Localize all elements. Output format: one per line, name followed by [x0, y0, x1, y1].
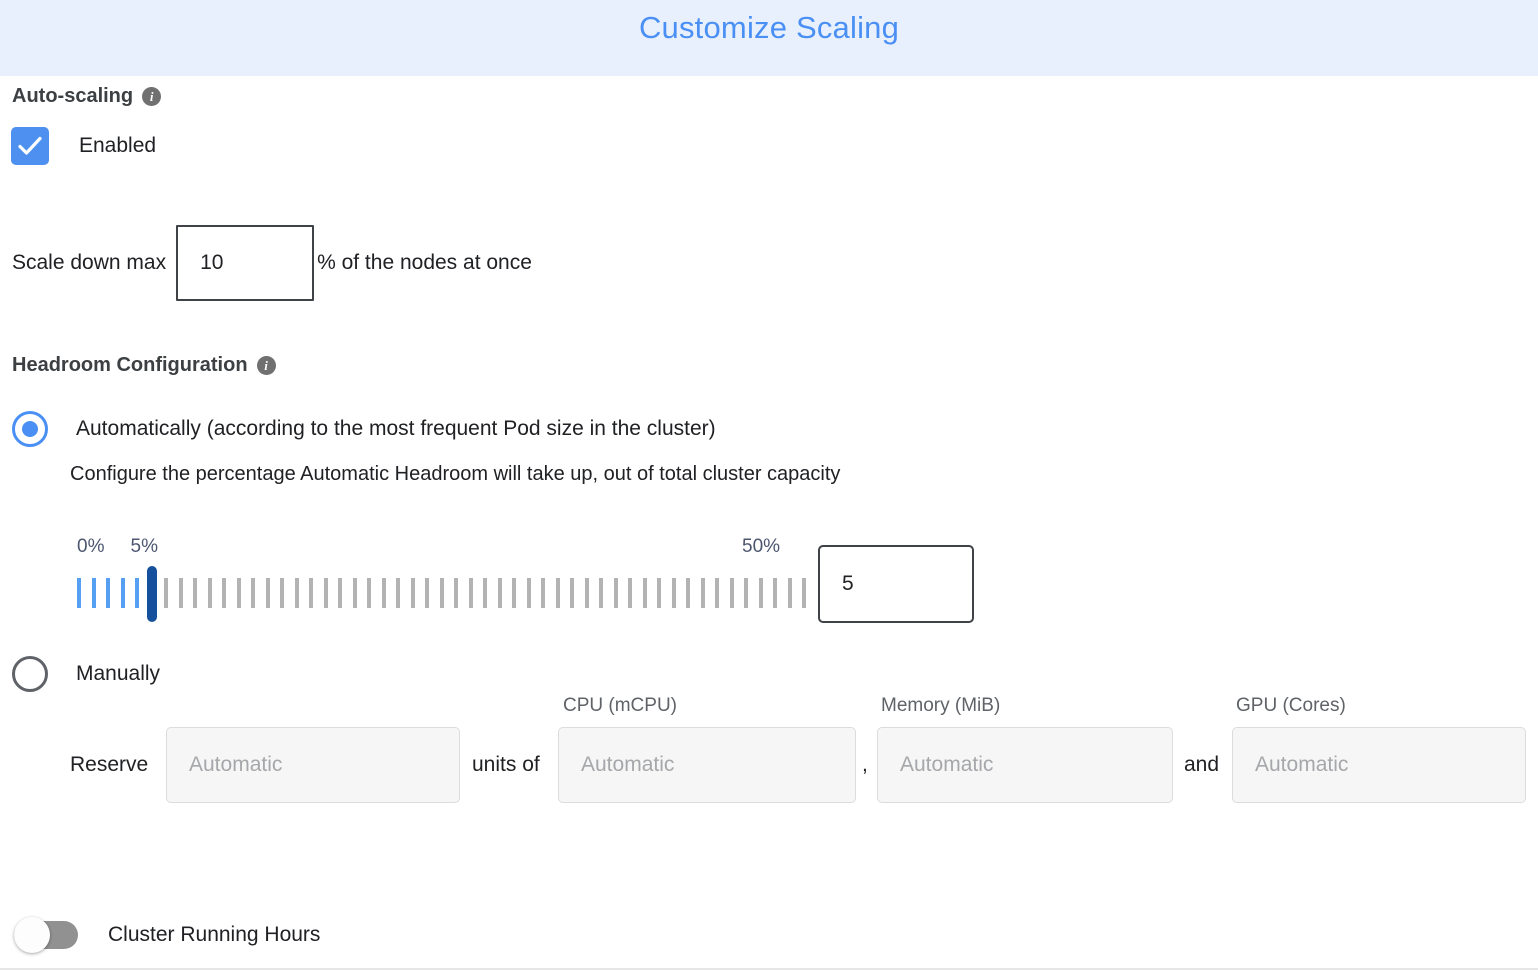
- scale-down-max-suffix: % of the nodes at once: [317, 251, 532, 274]
- slider-tick[interactable]: [729, 578, 734, 608]
- slider-tick[interactable]: [381, 578, 386, 608]
- slider-tick[interactable]: [700, 578, 705, 608]
- slider-tick[interactable]: [802, 578, 806, 608]
- headroom-configuration-heading-label: Headroom Configuration: [12, 354, 248, 376]
- slider-tick[interactable]: [425, 578, 429, 608]
- slider-tick[interactable]: [497, 578, 502, 608]
- slider-tick[interactable]: [671, 578, 676, 608]
- scale-down-max-label: Scale down max: [12, 251, 167, 274]
- reserve-row: Reserve CPU (mCPU) Memory (MiB) GPU (Cor…: [0, 695, 1538, 835]
- slider-tick[interactable]: [236, 578, 241, 608]
- slider-tick[interactable]: [555, 578, 560, 608]
- slider-tick[interactable]: [294, 578, 299, 608]
- reserve-gpu-input[interactable]: [1232, 727, 1526, 803]
- slider-tick[interactable]: [323, 578, 328, 608]
- auto-scaling-enabled-label: Enabled: [79, 134, 157, 157]
- cluster-running-hours-row[interactable]: Cluster Running Hours: [14, 917, 321, 953]
- info-icon[interactable]: i: [142, 87, 162, 106]
- slider-tick[interactable]: [468, 578, 473, 608]
- field-label-cpu: CPU (mCPU): [563, 695, 677, 716]
- slider-tick[interactable]: [207, 578, 212, 608]
- slider-tick[interactable]: [77, 578, 81, 608]
- slider-tick[interactable]: [686, 578, 690, 608]
- reserve-comma: ,: [862, 753, 868, 776]
- headroom-configuration-heading: Headroom Configuration i: [12, 354, 276, 377]
- headroom-option-manual-row[interactable]: Manually: [12, 656, 160, 692]
- slider-tick[interactable]: [338, 578, 342, 608]
- slider-tick[interactable]: [570, 578, 574, 608]
- headroom-option-automatic-row[interactable]: Automatically (according to the most fre…: [12, 411, 716, 447]
- slider-tick[interactable]: [512, 578, 516, 608]
- slider-tick[interactable]: [280, 578, 284, 608]
- reserve-cpu-input[interactable]: [558, 727, 856, 803]
- slider-tick[interactable]: [454, 578, 458, 608]
- auto-scaling-enabled-checkbox[interactable]: [11, 127, 49, 165]
- slider-tick[interactable]: [410, 578, 415, 608]
- slider-tick[interactable]: [106, 578, 110, 608]
- field-label-memory: Memory (MiB): [881, 695, 1001, 716]
- slider-tick[interactable]: [744, 578, 748, 608]
- slider-tick[interactable]: [396, 578, 400, 608]
- slider-tick[interactable]: [367, 578, 371, 608]
- radio-automatic[interactable]: [12, 411, 48, 447]
- page-title: Customize Scaling: [638, 10, 900, 45]
- slider-tick[interactable]: [178, 578, 183, 608]
- scale-down-max-input[interactable]: [176, 225, 315, 301]
- slider-max-label: 50%: [742, 536, 781, 557]
- reserve-units-input[interactable]: [166, 727, 460, 803]
- slider-tick[interactable]: [251, 578, 255, 608]
- radio-manually[interactable]: [12, 656, 48, 692]
- slider-tick[interactable]: [135, 578, 139, 608]
- slider-tick[interactable]: [526, 578, 531, 608]
- slider-tick[interactable]: [120, 578, 125, 608]
- slider-tick[interactable]: [439, 578, 444, 608]
- slider-tick[interactable]: [222, 578, 226, 608]
- field-label-gpu: GPU (Cores): [1236, 695, 1346, 716]
- slider-tick[interactable]: [541, 578, 545, 608]
- slider-tick[interactable]: [657, 578, 661, 608]
- slider-current-label: 5%: [130, 536, 158, 557]
- slider-tick[interactable]: [309, 578, 313, 608]
- slider-tick[interactable]: [483, 578, 487, 608]
- reserve-label: Reserve: [70, 753, 149, 776]
- and-label: and: [1184, 753, 1220, 776]
- cluster-running-hours-toggle[interactable]: [14, 917, 78, 953]
- slider-tick[interactable]: [613, 578, 618, 608]
- cluster-running-hours-label: Cluster Running Hours: [108, 923, 321, 946]
- reserve-memory-input[interactable]: [877, 727, 1173, 803]
- slider-tick[interactable]: [91, 578, 96, 608]
- headroom-percentage-input[interactable]: [818, 545, 974, 623]
- dialog-header: Customize Scaling: [0, 0, 1538, 76]
- slider-tick[interactable]: [642, 578, 647, 608]
- slider-track[interactable]: [77, 566, 807, 622]
- slider-thumb[interactable]: [146, 566, 157, 622]
- radio-manually-label: Manually: [76, 662, 161, 685]
- bottom-divider: [0, 968, 1538, 970]
- auto-scaling-enabled-row[interactable]: Enabled: [11, 127, 156, 165]
- slider-tick[interactable]: [628, 578, 632, 608]
- scale-down-max-row: Scale down max % of the nodes at once: [12, 225, 532, 301]
- auto-scaling-heading: Auto-scaling i: [12, 85, 162, 108]
- auto-scaling-heading-label: Auto-scaling: [12, 85, 134, 107]
- headroom-description: Configure the percentage Automatic Headr…: [70, 463, 841, 485]
- check-icon: [18, 136, 42, 155]
- toggle-knob: [14, 917, 50, 953]
- headroom-percentage-slider[interactable]: 0% 5% 50%: [77, 536, 977, 626]
- slider-tick[interactable]: [758, 578, 763, 608]
- slider-tick[interactable]: [584, 578, 589, 608]
- units-of-label: units of: [472, 753, 540, 776]
- slider-tick[interactable]: [599, 578, 603, 608]
- slider-tick[interactable]: [787, 578, 792, 608]
- slider-tick[interactable]: [164, 578, 168, 608]
- slider-tick[interactable]: [773, 578, 777, 608]
- slider-tick[interactable]: [265, 578, 270, 608]
- slider-min-label: 0%: [77, 536, 105, 557]
- radio-automatic-label: Automatically (according to the most fre…: [76, 417, 716, 440]
- info-icon[interactable]: i: [256, 356, 276, 375]
- slider-tick[interactable]: [352, 578, 357, 608]
- slider-tick[interactable]: [193, 578, 197, 608]
- slider-tick[interactable]: [715, 578, 719, 608]
